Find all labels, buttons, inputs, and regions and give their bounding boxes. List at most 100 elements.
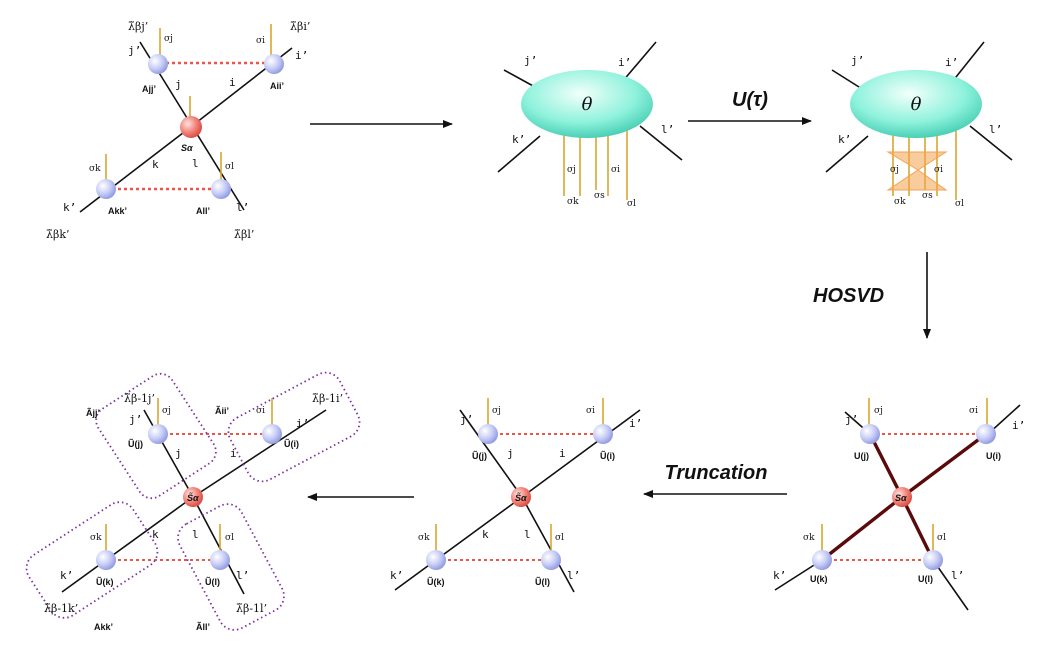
sigma-k-label: σk xyxy=(89,164,101,174)
u-leg-i xyxy=(900,432,988,499)
label-i-prime: i’ xyxy=(629,417,642,430)
leg-i xyxy=(951,41,985,83)
u-k-label: U(k) xyxy=(810,574,828,584)
s-label: S̃α xyxy=(515,492,527,503)
leg-l xyxy=(191,125,245,211)
tensor-u-l xyxy=(541,550,561,570)
label-k: k xyxy=(482,528,489,541)
sigma-k-label: σk xyxy=(567,197,579,207)
tensor-a-jj xyxy=(148,54,168,74)
sigma-i-label: σi xyxy=(586,406,595,416)
sigma-l-label: σl xyxy=(627,199,636,209)
leg-k xyxy=(79,125,193,213)
sigma-i-label: σi xyxy=(256,406,265,416)
label-i-prime: i’ xyxy=(945,56,958,69)
u-l-label: U(l) xyxy=(918,574,933,584)
label-j-prime: j’ xyxy=(460,413,473,426)
label-k: k xyxy=(152,158,159,171)
lambda-l-label: λ̃β-1l’ xyxy=(236,602,267,615)
sigma-l-label: σl xyxy=(937,533,946,543)
leg-l xyxy=(521,496,575,593)
sigma-k-label: σk xyxy=(803,533,815,543)
tensor-u-l xyxy=(923,550,943,570)
sigma-s-label: σs xyxy=(922,191,933,201)
label-l: l xyxy=(524,528,531,541)
leg-k xyxy=(394,496,523,591)
tensor-s-center xyxy=(183,487,203,507)
leg-l xyxy=(969,125,1013,161)
label-j-prime: j’ xyxy=(851,54,864,67)
label-i-prime: i’ xyxy=(1012,419,1025,432)
lambda-i-label: λ̃β-1i’ xyxy=(312,392,343,405)
label-k-prime: k’ xyxy=(838,133,851,146)
u-i-label: Ũ(i) xyxy=(284,439,299,449)
tensor-u-i xyxy=(976,424,996,444)
step-u-tau: U(τ) xyxy=(732,89,768,111)
leg-i xyxy=(192,409,327,498)
u-leg-k xyxy=(820,495,904,562)
label-k-prime: k’ xyxy=(60,569,73,582)
sigma-k-label: σk xyxy=(418,533,430,543)
label-j-prime: j’ xyxy=(128,44,141,57)
sigma-l-label: σl xyxy=(555,533,564,543)
sigma-l-label: σl xyxy=(225,533,234,543)
panel-theta-gate: θ j’ i’ k’ l’ σj σi σs σk σl xyxy=(825,41,1013,209)
tensor-a-ll xyxy=(211,179,231,199)
a-jj-label: Ajj’ xyxy=(142,84,156,94)
tensor-u-j xyxy=(860,424,880,444)
label-l-prime: l’ xyxy=(567,569,580,582)
a-ii-label: Ãii’ xyxy=(215,406,229,416)
panel-hosvd-network: σj σi j’ i’ U(j) U(i) Sα σk σl k’ l’ U(k… xyxy=(773,398,1025,611)
label-i: i xyxy=(230,447,237,460)
tensor-s-center xyxy=(511,487,531,507)
label-j: j xyxy=(175,447,182,460)
u-k-label: Ũ(k) xyxy=(427,577,445,587)
label-k: k xyxy=(152,528,159,541)
tensor-u-i xyxy=(262,424,282,444)
leg-l-prime xyxy=(932,559,969,611)
panel-regrouped-network: Ãjj’ λ̃β-1j’ σj Ãii’ σi λ̃β-1i’ j’ i’ Ũ(… xyxy=(25,371,361,632)
sigma-j-label: σj xyxy=(492,406,501,416)
label-k-prime: k’ xyxy=(512,133,525,146)
sigma-j-label: σj xyxy=(874,406,883,416)
tensor-s-center xyxy=(892,487,912,507)
lambda-j-label: λ̃βj’ xyxy=(128,20,148,33)
a-ll-label: Ãll’ xyxy=(196,622,210,632)
lambda-j-label: λ̃β-1j’ xyxy=(124,392,155,405)
group-box-ii xyxy=(227,371,361,483)
u-leg-j xyxy=(868,433,904,498)
tensor-u-i xyxy=(593,424,613,444)
leg-j xyxy=(143,409,194,498)
sigma-j-label: σj xyxy=(890,165,899,175)
label-l-prime: l’ xyxy=(661,123,674,136)
label-i: i xyxy=(229,76,236,89)
panel-truncated-network: σj σi j’ i’ Ũ(j) Ũ(i) j i S̃α σk k l σl … xyxy=(390,398,642,593)
label-i-prime: i’ xyxy=(618,56,631,69)
sigma-j-label: σj xyxy=(164,34,173,44)
sigma-j-label: σj xyxy=(567,165,576,175)
gate-hourglass xyxy=(886,151,948,191)
sigma-i-label: σi xyxy=(256,36,265,46)
tensor-u-j xyxy=(148,424,168,444)
u-leg-l xyxy=(900,496,935,561)
theta-label: θ xyxy=(582,94,593,115)
sigma-i-label: σi xyxy=(969,406,978,416)
leg-i xyxy=(521,409,641,498)
label-j: j xyxy=(175,78,182,91)
group-box-kk xyxy=(25,501,159,619)
tensor-u-l xyxy=(210,550,230,570)
a-ll-label: All’ xyxy=(196,206,210,216)
label-j-prime: j’ xyxy=(845,413,858,426)
tensor-s-center xyxy=(180,116,202,138)
label-j-prime: j’ xyxy=(129,413,142,426)
u-k-label: Ũ(k) xyxy=(96,577,114,587)
sigma-l-label: σl xyxy=(955,199,964,209)
sigma-s-label: σs xyxy=(594,191,605,201)
label-j-prime: j’ xyxy=(524,54,537,67)
sigma-l-label: σl xyxy=(225,162,234,172)
label-l-prime: l’ xyxy=(989,123,1002,136)
panel-initial-network: λ̃βj’ λ̃βi’ σj σi j’ i’ j i Ajj’ Aii’ Sα… xyxy=(46,20,310,241)
u-j-label: Ũ(j) xyxy=(128,439,143,449)
lambda-l-label: λ̃βl’ xyxy=(234,228,254,241)
